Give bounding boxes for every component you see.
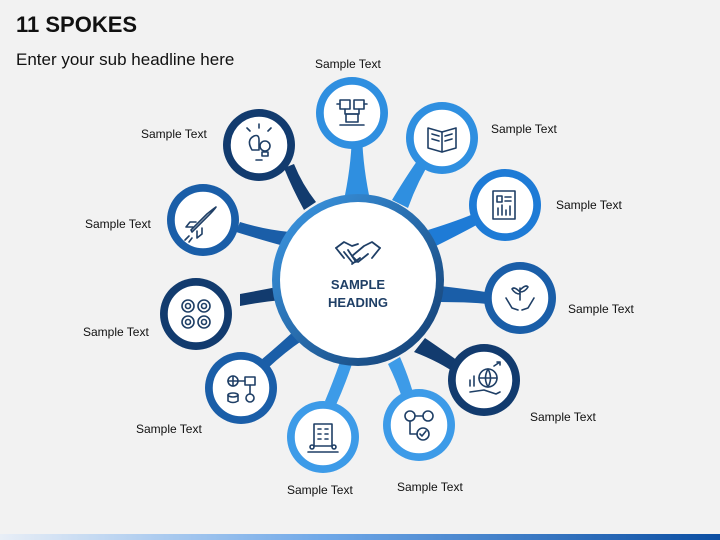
office-building-icon [307,423,339,453]
network-database-icon [227,375,256,404]
handshake-icon [335,241,381,265]
spoke-label-9: Sample Text [83,325,149,339]
spoke-label-7: Sample Text [287,483,353,497]
spoke-label-10: Sample Text [85,217,151,231]
spoke-label-2: Sample Text [491,122,557,136]
spoke-label-6: Sample Text [397,480,463,494]
book-icon [427,127,457,153]
spoke-label-5: Sample Text [530,410,596,424]
spoke-label-1: Sample Text [315,57,381,71]
rocket-icon [184,206,217,243]
idea-gears-icon [246,123,272,161]
spoke-label-3: Sample Text [556,198,622,212]
globe-growth-icon [469,361,501,395]
page-title: 11 SPOKES [16,12,138,37]
gears-process-icon [404,410,434,441]
hands-plant-icon [505,285,535,311]
spoke-label-8: Sample Text [136,422,202,436]
page-subtitle: Enter your sub headline here [16,50,235,69]
pipe-valve-icon [336,99,368,126]
bottom-accent-bar [0,534,720,540]
report-chart-icon [492,190,516,220]
center-heading: SAMPLE HEADING [328,277,388,310]
speakers-icon [181,299,211,329]
spoke-label-11: Sample Text [141,127,207,141]
spoke-label-4: Sample Text [568,302,634,316]
center-hub [272,194,444,366]
